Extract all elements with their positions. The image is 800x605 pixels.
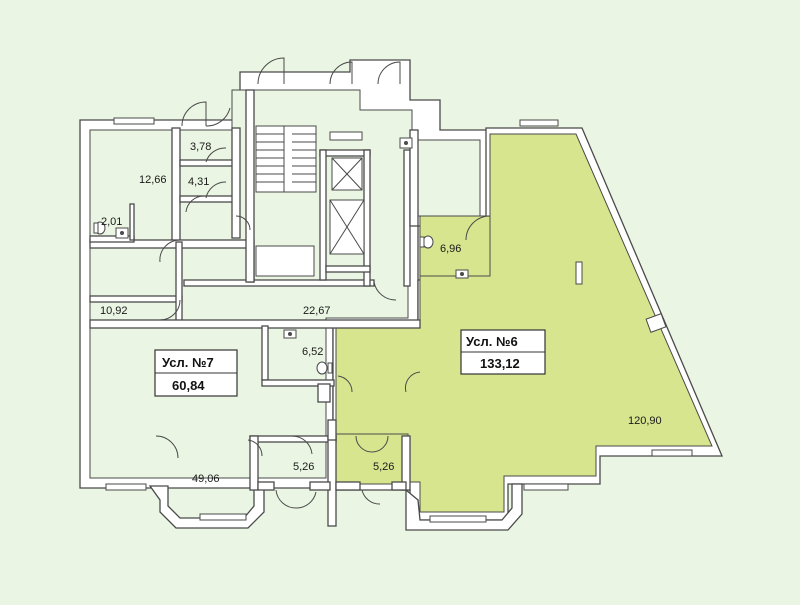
unit-6-area <box>332 127 723 521</box>
room-area-2-01: 2,01 <box>101 216 122 228</box>
room-area-49-06: 49,06 <box>192 473 220 485</box>
room-area-10-92: 10,92 <box>100 305 128 317</box>
toilet-icon <box>93 221 434 375</box>
room-area-4-31: 4,31 <box>188 176 209 188</box>
room-area-6-96: 6,96 <box>440 243 461 255</box>
unit-7-label: Усл. №7 60,84 <box>154 349 238 397</box>
elevator-icon <box>329 131 365 255</box>
room-area-120-90: 120,90 <box>628 415 662 427</box>
unit-6-area-value: 133,12 <box>480 356 520 371</box>
partitions <box>89 89 421 527</box>
sink-icon <box>115 137 469 339</box>
room-5-26-highlighted <box>335 433 409 485</box>
room-area-5-26-left: 5,26 <box>293 461 314 473</box>
window-icon <box>105 117 693 523</box>
column <box>575 261 583 285</box>
vent-box <box>645 313 667 333</box>
room-area-6-52: 6,52 <box>302 346 323 358</box>
room-area-12-66: 12,66 <box>139 174 167 186</box>
door-swing-icon <box>155 57 491 509</box>
bay-window-left <box>148 485 265 529</box>
room-labels: 3,78 12,66 4,31 2,01 10,92 22,67 6,52 49… <box>100 141 662 485</box>
room-area-3-78: 3,78 <box>190 141 211 153</box>
unit-7-title: Усл. №7 <box>162 355 214 370</box>
room-area-5-26-right: 5,26 <box>373 461 394 473</box>
room-area-22-67: 22,67 <box>303 305 331 317</box>
unit-7-area: 60,84 <box>172 378 205 393</box>
stairs-icon <box>255 125 317 277</box>
unit-6-label: Усл. №6 133,12 <box>460 329 546 375</box>
unit-6-title: Усл. №6 <box>466 334 518 349</box>
